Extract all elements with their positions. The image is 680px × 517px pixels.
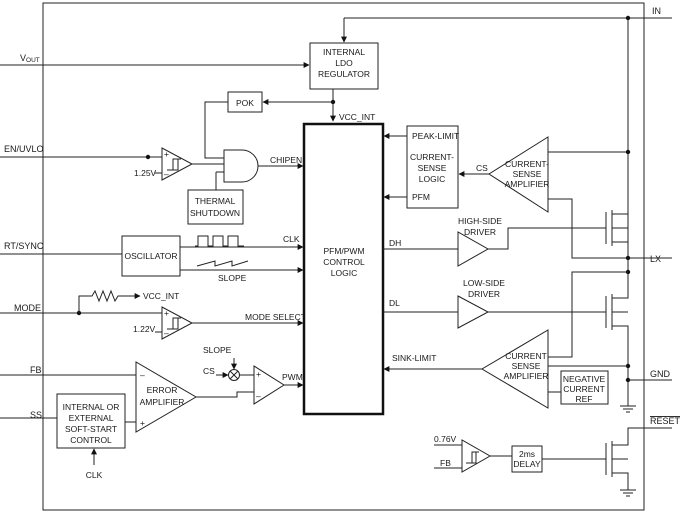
vcc-int-pullup-label: VCC_INT bbox=[143, 291, 179, 301]
neg-ref-label-1: NEGATIVE bbox=[563, 374, 606, 384]
low-side-driver bbox=[457, 295, 490, 329]
fb-comp-label: FB bbox=[440, 458, 451, 468]
delay-label-2: DELAY bbox=[513, 459, 541, 469]
vcc-int-label: VCC_INT bbox=[339, 112, 375, 122]
thermal-shutdown-block bbox=[187, 189, 244, 225]
mode-select-label: MODE SELECT bbox=[245, 312, 306, 322]
pin-mode: MODE bbox=[14, 303, 41, 313]
cs-logic-label-3: LOGIC bbox=[419, 174, 445, 184]
hs-driver-label-2: DRIVER bbox=[464, 227, 496, 237]
ground-symbol-top bbox=[620, 405, 636, 413]
chipen-label: CHIPEN bbox=[270, 155, 302, 165]
pwm-comparator bbox=[253, 365, 285, 405]
cs-mix-label: CS bbox=[203, 366, 215, 376]
cs-amp-bottom-label-2: SENSE bbox=[512, 361, 541, 371]
cs-amp-bottom-label-3: AMPLIFIER bbox=[504, 371, 549, 381]
ss-label-3: SOFT-START bbox=[65, 424, 117, 434]
slope-waveform bbox=[196, 260, 249, 267]
thermal-label-1: THERMAL bbox=[195, 196, 236, 206]
svg-text:–: – bbox=[164, 169, 169, 179]
dh-label: DH bbox=[389, 238, 401, 248]
dl-label: DL bbox=[389, 298, 400, 308]
pin-gnd: GND bbox=[650, 369, 671, 379]
v125-label: 1.25V bbox=[134, 168, 157, 178]
slope-label: SLOPE bbox=[218, 273, 247, 283]
control-label-2: CONTROL bbox=[323, 257, 365, 267]
pin-reset: RESET bbox=[650, 416, 680, 426]
error-amp-label-1: ERROR bbox=[147, 385, 178, 395]
ss-label-1: INTERNAL OR bbox=[63, 402, 120, 412]
cs-amp-top-label-3: AMPLIFIER bbox=[505, 179, 550, 189]
and-gate bbox=[223, 149, 259, 183]
pin-en-uvlo: EN/UVLO bbox=[4, 144, 44, 154]
pfm-pwm-control-logic bbox=[302, 122, 385, 416]
pok-label: POK bbox=[236, 98, 254, 108]
soft-start-block bbox=[56, 393, 126, 449]
svg-text:+: + bbox=[256, 369, 261, 379]
cs-amp-top-label-1: CURRENT- bbox=[505, 159, 549, 169]
oscillator-block bbox=[121, 235, 181, 277]
cs-amp-bottom-label-1: CURRENT bbox=[505, 351, 547, 361]
ldo-label-3: REGULATOR bbox=[318, 69, 370, 79]
en-comparator bbox=[161, 147, 194, 181]
thermal-label-2: SHUTDOWN bbox=[190, 208, 240, 218]
pin-vout: VOUT bbox=[20, 53, 40, 64]
sink-limit-label: SINK-LIMIT bbox=[392, 353, 436, 363]
svg-text:+: + bbox=[164, 308, 169, 318]
neg-ref-label-3: REF bbox=[576, 394, 593, 404]
hs-driver-label-1: HIGH-SIDE bbox=[458, 216, 502, 226]
error-amplifier bbox=[135, 361, 197, 433]
error-amp-label-2: AMPLIFIER bbox=[140, 397, 185, 407]
mode-comparator bbox=[161, 306, 194, 340]
cs-logic-label-2: SENSE bbox=[418, 163, 447, 173]
svg-text:+: + bbox=[140, 418, 145, 428]
delay-label-1: 2ms bbox=[519, 449, 535, 459]
neg-ref-label-2: CURRENT bbox=[563, 384, 605, 394]
ss-label-4: CONTROL bbox=[70, 435, 112, 445]
cs-logic-label-1: CURRENT- bbox=[410, 152, 454, 162]
ldo-label-2: LDO bbox=[335, 58, 353, 68]
control-label-3: LOGIC bbox=[331, 268, 357, 278]
ss-label-2: EXTERNAL bbox=[69, 413, 114, 423]
pwm-label: PWM bbox=[282, 372, 303, 382]
pin-lx: LX bbox=[650, 254, 661, 264]
pin-fb: FB bbox=[30, 365, 42, 375]
cs-amp-top-label-2: SENSE bbox=[513, 169, 542, 179]
pin-rt-sync: RT/SYNC bbox=[4, 241, 44, 251]
pin-in: IN bbox=[652, 6, 661, 16]
high-side-driver bbox=[457, 231, 490, 267]
chip-outline bbox=[42, 2, 645, 511]
ldo-block bbox=[309, 42, 379, 90]
ls-driver-label-1: LOW-SIDE bbox=[463, 278, 505, 288]
current-sense-amp-bottom bbox=[481, 329, 549, 409]
slope2-label: SLOPE bbox=[203, 345, 232, 355]
clock-waveform bbox=[195, 235, 244, 247]
svg-text:+: + bbox=[164, 149, 169, 159]
control-label-1: PFM/PWM bbox=[323, 246, 364, 256]
current-sense-logic-block bbox=[406, 125, 459, 209]
svg-text:–: – bbox=[140, 370, 145, 380]
ground-symbol-bottom bbox=[620, 489, 636, 497]
pin-ss: SS bbox=[30, 410, 42, 420]
cs-label: CS bbox=[476, 163, 488, 173]
current-sense-amp-top bbox=[488, 136, 549, 213]
svg-text:–: – bbox=[164, 328, 169, 338]
negative-current-ref-block bbox=[560, 370, 609, 405]
clk-ss-label: CLK bbox=[86, 470, 103, 480]
pfm-label: PFM bbox=[412, 192, 430, 202]
clk-label: CLK bbox=[283, 234, 300, 244]
svg-text:–: – bbox=[256, 391, 261, 401]
v076-label: 0.76V bbox=[434, 434, 457, 444]
v122-label: 1.22V bbox=[133, 324, 156, 334]
ls-driver-label-2: DRIVER bbox=[468, 289, 500, 299]
oscillator-label: OSCILLATOR bbox=[124, 251, 177, 261]
peak-limit-label: PEAK-LIMIT bbox=[412, 131, 459, 141]
mode-pullup-resistor bbox=[78, 289, 128, 313]
ldo-label-1: INTERNAL bbox=[323, 47, 365, 57]
